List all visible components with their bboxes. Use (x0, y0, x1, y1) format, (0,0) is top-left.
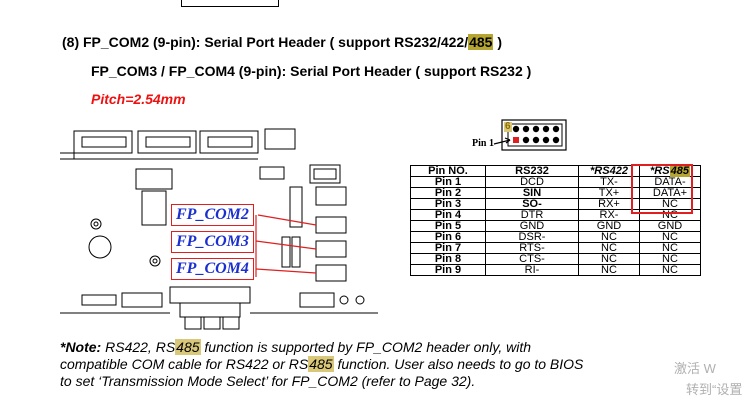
table-cell: CTS- (485, 253, 579, 265)
table-cell: DCD (485, 176, 579, 188)
activation-watermark-1: 激活 W (674, 361, 716, 376)
note-text: RS422, RS (101, 339, 176, 355)
table-cell: Pin 5 (410, 220, 486, 232)
table-cell: NC (639, 231, 701, 243)
table-cell: Pin 9 (410, 264, 486, 276)
table-cell: DTR (485, 209, 579, 221)
top-tab-outline (181, 0, 279, 7)
fp-com2-label: FP_COM2 (171, 204, 254, 226)
note-label: *Note: (60, 339, 102, 355)
heading-line-1-text: (8) FP_COM2 (9-pin): Serial Port Header … (62, 34, 469, 50)
note-line-3: to set ‘Transmission Mode Select’ for FP… (60, 373, 747, 390)
pin-header-diagram: 6 Pin 1 (472, 118, 602, 156)
activation-watermark-2: 转到“设置 (686, 382, 743, 397)
table-cell: GND (485, 220, 579, 232)
table-cell: GND (578, 220, 640, 232)
note-text: function. User also needs to go to BIOS (333, 356, 584, 372)
table-cell: NC (578, 242, 640, 254)
note-485-highlight: 485 (308, 356, 334, 372)
th-rs485: *RS485 (639, 165, 701, 177)
pin-1-label: Pin 1 (472, 138, 494, 149)
table-cell: SIN (485, 187, 579, 199)
table-cell: Pin 6 (410, 231, 486, 243)
fp-com3-label: FP_COM3 (171, 231, 254, 253)
fp-com4-label: FP_COM4 (171, 258, 254, 280)
pin-header-svg (493, 119, 567, 151)
th-pin-no: Pin NO. (410, 165, 486, 177)
rs485-highlight-box (631, 164, 693, 214)
pitch-text: Pitch=2.54mm (91, 91, 186, 107)
board-svg (60, 128, 378, 330)
table-cell: Pin 8 (410, 253, 486, 265)
note-485-highlight: 485 (175, 339, 201, 355)
table-cell: Pin 1 (410, 176, 486, 188)
table-cell: NC (578, 231, 640, 243)
table-cell: RTS- (485, 242, 579, 254)
th-rs232: RS232 (485, 165, 579, 177)
note-paragraph: *Note: RS422, RS485 function is supporte… (60, 339, 747, 390)
note-line-2: compatible COM cable for RS422 or RS485 … (60, 356, 747, 373)
note-line-1: *Note: RS422, RS485 function is supporte… (60, 339, 747, 356)
note-text: function is supported by FP_COM2 header … (200, 339, 531, 355)
pin-6-label: 6 (505, 121, 511, 132)
table-cell: NC (639, 253, 701, 265)
table-cell: DATA- (639, 176, 701, 188)
heading-line-1: (8) FP_COM2 (9-pin): Serial Port Header … (62, 34, 502, 50)
table-cell: NC (639, 264, 701, 276)
table-header-row: Pin NO. RS232 *RS422 *RS485 (410, 165, 701, 177)
heading-485-highlight: 485 (468, 34, 494, 50)
table-cell: NC (578, 264, 640, 276)
table-cell: Pin 7 (410, 242, 486, 254)
table-cell: SO- (485, 198, 579, 210)
table-cell: NC (639, 242, 701, 254)
table-cell: DSR- (485, 231, 579, 243)
note-text: compatible COM cable for RS422 or RS (60, 356, 309, 372)
table-cell: Pin 3 (410, 198, 486, 210)
th-rs485-highlight: 485 (669, 165, 690, 177)
table-cell: NC (578, 253, 640, 265)
board-drawing: FP_COM2 FP_COM3 FP_COM4 (60, 117, 378, 331)
table-cell: GND (639, 220, 701, 232)
heading-line-2: FP_COM3 / FP_COM4 (9-pin): Serial Port H… (91, 63, 532, 79)
table-cell: RI- (485, 264, 579, 276)
table-cell: Pin 2 (410, 187, 486, 199)
th-rs485-prefix: *RS (650, 165, 670, 177)
heading-line-1-suffix: ) (493, 34, 503, 50)
table-cell: Pin 4 (410, 209, 486, 221)
note-text: to set ‘Transmission Mode Select’ for FP… (60, 373, 476, 389)
